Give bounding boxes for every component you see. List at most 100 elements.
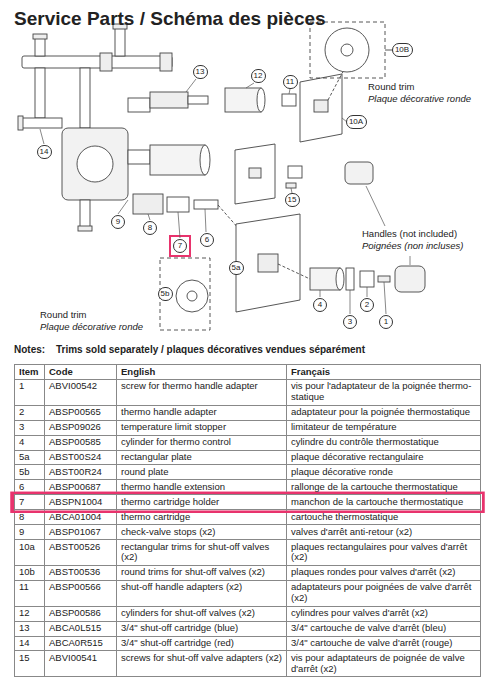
table-cell: ABSP09026	[45, 420, 117, 435]
table-cell: shut-off handle adapters (x2)	[117, 580, 287, 606]
table-cell: adaptateurs pour poignées de valve d'arr…	[287, 580, 481, 606]
notes-label: Notes:	[14, 344, 45, 355]
table-cell: ABVI00542	[45, 379, 117, 405]
table-cell: ABST00R24	[45, 465, 117, 480]
shut-off-parts-top	[188, 96, 208, 104]
callout-text: 7	[178, 242, 182, 250]
table-cell: cartouche thermostatique	[287, 510, 481, 525]
shut-off-parts-middle	[288, 166, 302, 178]
shut-off-parts-top	[257, 88, 265, 112]
table-row: 6ABSP00687thermo handle extensionrallong…	[15, 480, 481, 495]
shut-off-parts-top	[300, 74, 342, 142]
thermo-parts	[194, 200, 218, 209]
table-cell: 5b	[15, 465, 45, 480]
leader-line	[366, 186, 385, 226]
table-row: 10bABST00536round trims for shut-off val…	[15, 565, 481, 580]
table-cell: 6	[15, 480, 45, 495]
table-cell: plaque décorative ronde	[287, 465, 481, 480]
round-trim-bottom	[160, 258, 210, 330]
callout-number: 11	[283, 75, 298, 89]
table-cell: cylinders for shut-off valves (x2)	[117, 606, 287, 621]
table-cell: cylindre du contrôle thermostatique	[287, 435, 481, 450]
table-cell: temperature limit stopper	[117, 420, 287, 435]
valve-piping	[35, 38, 45, 56]
page-title: Service Parts / Schéma des pièces	[14, 8, 326, 30]
handles-label: Handles (not included)	[362, 228, 457, 239]
shut-off-parts-middle	[286, 183, 296, 188]
table-cell: cylinder for thermo control	[117, 435, 287, 450]
callout-number: 10B	[392, 43, 413, 57]
leader-line	[40, 129, 44, 144]
table-cell: adaptateur pour la poignée thermostatiqu…	[287, 405, 481, 420]
table-cell: check-valve stops (x2)	[117, 525, 287, 540]
table-row: 7ABSPN1004thermo cartridge holdermanchon…	[15, 495, 481, 510]
round-trim-top	[325, 28, 369, 72]
table-row: 12ABSP00586cylinders for shut-off valves…	[15, 606, 481, 621]
valve-piping	[22, 56, 172, 68]
thermo-parts	[278, 264, 310, 279]
callout-text: 2	[365, 301, 369, 309]
table-cell: vis pour adaptateurs de poignée de valve…	[287, 651, 481, 677]
table-cell: valves d'arrêt anti-retour (x2)	[287, 525, 481, 540]
table-cell: limitateur de température	[287, 420, 481, 435]
thermo-parts	[258, 254, 278, 272]
table-cell: screw for thermo handle adapter	[117, 379, 287, 405]
table-cell: 5a	[15, 450, 45, 465]
callout-text: 5b	[161, 290, 170, 298]
table-cell: plaques rondes pour valves d'arrêt (x2)	[287, 565, 481, 580]
trim-label: Round trim	[40, 309, 86, 320]
table-cell: 11	[15, 580, 45, 606]
shut-off-parts-middle	[150, 145, 205, 175]
table-cell: 4	[15, 435, 45, 450]
table-cell: ABSP00566	[45, 580, 117, 606]
valve-piping	[22, 118, 62, 128]
callout-number: 15	[285, 193, 300, 207]
callout-text: 10B	[395, 46, 409, 54]
table-cell: plaques rectangulaires pour valves d'arr…	[287, 540, 481, 566]
valve-piping	[18, 24, 172, 231]
shut-off-parts-middle	[249, 168, 261, 178]
leader-line	[205, 209, 206, 232]
shut-off-parts-middle	[345, 162, 373, 184]
valve-piping	[160, 53, 172, 71]
table-cell: 1	[15, 379, 45, 405]
valve-piping	[80, 200, 90, 228]
leader-line	[246, 83, 254, 88]
table-row: 13ABCA0L5153/4" shut-off cartridge (blue…	[15, 621, 481, 636]
valve-piping	[62, 128, 128, 200]
leader-line	[289, 89, 290, 94]
table-row: 5aABST00S24rectangular plateplaque décor…	[15, 450, 481, 465]
table-cell: ABST00526	[45, 540, 117, 566]
round-trim-bottom	[176, 280, 208, 312]
table-cell: cylindres pour valves d'arrêt (x2)	[287, 606, 481, 621]
table-cell: 9	[15, 525, 45, 540]
leader-line	[148, 214, 150, 220]
table-cell: rectangular trims for shut-off valves (x…	[117, 540, 287, 566]
callout-number: 1	[379, 315, 393, 329]
shut-off-parts-top	[225, 88, 261, 112]
callout-number: 7	[173, 239, 187, 253]
table-cell: plaque décorative rectangulaire	[287, 450, 481, 465]
valve-piping	[18, 116, 23, 130]
callout-number: 13	[193, 65, 208, 79]
thermo-parts	[167, 197, 189, 212]
table-cell: 3/4" cartouche de valve d'arrêt (bleu)	[287, 621, 481, 636]
table-cell: rectangular plate	[117, 450, 287, 465]
table-cell: 3/4" shut-off cartridge (red)	[117, 636, 287, 651]
table-cell: 3	[15, 420, 45, 435]
table-cell: 15	[15, 651, 45, 677]
callout-number: 12	[251, 69, 266, 83]
table-cell: ABSP01067	[45, 525, 117, 540]
table-cell: 3/4" shut-off cartridge (blue)	[117, 621, 287, 636]
notes-text: Trims sold separately / plaques décorati…	[56, 344, 365, 355]
round-trim-top	[310, 22, 385, 78]
table-cell: rallonge de la cartouche thermostatique	[287, 480, 481, 495]
parts-table: ItemCodeEnglishFrançais1ABVI00542screw f…	[14, 364, 481, 677]
callout-number: 9	[111, 215, 125, 229]
round-trim-top	[341, 44, 353, 56]
callout-number: 14	[37, 145, 52, 159]
leader-line	[40, 79, 410, 314]
shut-off-parts-middle	[200, 145, 210, 175]
callout-number: 3	[343, 315, 357, 329]
table-cell: 3/4" cartouche de valve d'arrêt (rouge)	[287, 636, 481, 651]
